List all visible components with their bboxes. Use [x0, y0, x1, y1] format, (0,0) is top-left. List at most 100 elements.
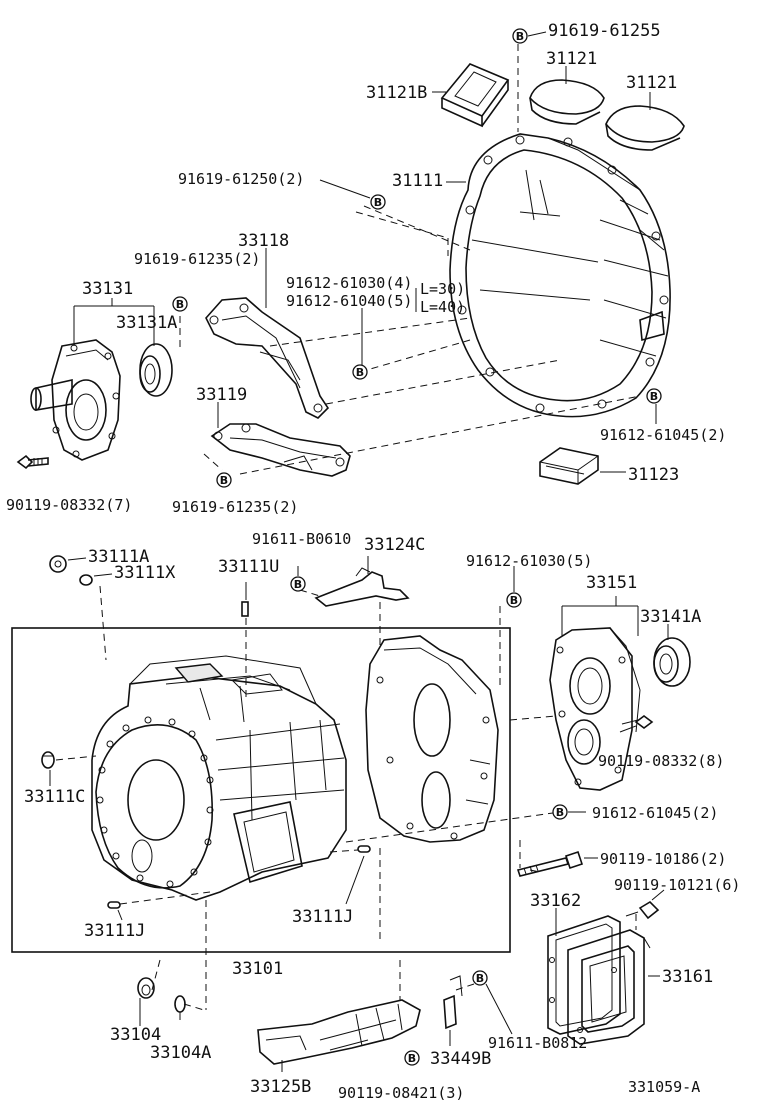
svg-text:B: B [516, 30, 524, 43]
label-90119-10121: 90119-10121(6) [614, 876, 740, 894]
label-90119-08332-7: 90119-08332(7) [6, 496, 132, 514]
part-33111c-plug [41, 751, 55, 769]
svg-text:B: B [408, 1052, 416, 1065]
part-33111a-nut [49, 555, 67, 573]
svg-text:B: B [374, 196, 382, 209]
marker-b-91612-61030-5: B [506, 592, 522, 608]
part-bolt-90119-08332-7 [16, 454, 49, 470]
assembly-33101-frame [11, 627, 511, 953]
label-33131a: 33131A [116, 313, 177, 333]
label-33119: 33119 [196, 385, 247, 405]
marker-b-91612-61045-top: B [646, 388, 662, 404]
part-bolt-90119-10121 [625, 900, 660, 920]
svg-text:B: B [556, 806, 564, 819]
label-33111j-right: 33111J [292, 907, 353, 927]
label-91612-61030-4: 91612-61030(4) [286, 274, 412, 292]
label-33162: 33162 [530, 891, 581, 911]
label-33104a: 33104A [150, 1043, 211, 1063]
part-33111x-washer [79, 574, 93, 586]
svg-text:B: B [176, 298, 184, 311]
part-33151-extension-housing [549, 627, 641, 791]
part-33111j-pin-right [357, 845, 371, 853]
part-bolt-90119-10186 [516, 850, 584, 877]
part-33111j-pin-left [107, 901, 121, 909]
top-guide-lines [179, 44, 641, 475]
label-91612-61045-bot: 91612-61045(2) [592, 804, 718, 822]
label-33124c: 33124C [364, 535, 425, 555]
label-90119-08421: 90119-08421(3) [338, 1084, 464, 1102]
bottom-labels: 33111A 33111X 33111U 91611-B0610 33124C … [24, 530, 740, 1102]
label-l40: L=40) [420, 298, 465, 316]
part-33111u-pin [241, 601, 249, 617]
part-bolt-90119-08332-8 [619, 715, 654, 733]
marker-b-91619-61250: B [370, 194, 386, 210]
top-bolt-markers: B B B B B B [172, 28, 662, 488]
part-31111-bell-housing [449, 133, 671, 418]
label-33118: 33118 [238, 231, 289, 251]
label-91612-61030-5: 91612-61030(5) [466, 552, 592, 570]
label-91612-61040-5: 91612-61040(5) [286, 292, 412, 310]
label-33101: 33101 [232, 959, 283, 979]
label-33111j-left: 33111J [84, 921, 145, 941]
marker-b-90119-08421: B [404, 1050, 420, 1066]
part-33104-plug [137, 977, 155, 999]
svg-text:B: B [650, 390, 658, 403]
part-33161-cover [567, 929, 651, 1045]
label-91612-61045-top: 91612-61045(2) [600, 426, 726, 444]
marker-b-91611-b0610: B [290, 576, 306, 592]
bottom-bolt-markers: B B B B B [290, 576, 568, 1066]
label-91611-b0812: 91611-B0812 [488, 1034, 587, 1052]
label-33111c: 33111C [24, 787, 85, 807]
label-90119-10186: 90119-10186(2) [600, 850, 726, 868]
svg-text:B: B [220, 474, 228, 487]
part-31121-pad-1 [529, 79, 605, 125]
label-l30: L=30) [420, 280, 465, 298]
part-33119-bracket [210, 423, 351, 477]
svg-text:B: B [356, 366, 364, 379]
label-91619-61235-top: 91619-61235(2) [134, 250, 260, 268]
label-91619-61250: 91619-61250(2) [178, 170, 304, 188]
label-90119-08332-8: 90119-08332(8) [598, 752, 724, 770]
svg-text:B: B [476, 972, 484, 985]
marker-b-91612-61030-4: B [352, 364, 368, 380]
label-31121-a: 31121 [546, 49, 597, 69]
label-91619-61255: 91619-61255 [548, 21, 661, 41]
label-91611-b0610: 91611-B0610 [252, 530, 351, 548]
label-31123: 31123 [628, 465, 679, 485]
marker-b-91619-61255: B [512, 28, 528, 44]
label-33161: 33161 [662, 967, 713, 987]
label-31121b: 31121B [366, 83, 427, 103]
label-33151: 33151 [586, 573, 637, 593]
part-33162-gasket [547, 915, 621, 1035]
label-91619-61235-bot: 91619-61235(2) [172, 498, 298, 516]
part-33104a-gasket [174, 995, 186, 1013]
marker-b-91611-b0812: B [472, 970, 488, 986]
label-33131: 33131 [82, 279, 133, 299]
part-31121-pad-2 [605, 105, 685, 151]
part-33118-bracket [205, 297, 330, 419]
label-33125b: 33125B [250, 1077, 311, 1097]
label-diagram-code: 331059-A [628, 1078, 700, 1096]
label-31111: 31111 [392, 171, 443, 191]
label-33111a: 33111A [88, 547, 149, 567]
part-33101-case-rear [365, 635, 499, 843]
part-33141a-oil-seal [653, 637, 691, 687]
part-33449b-pipe [443, 975, 463, 1030]
marker-b-91619-61235-top: B [172, 296, 188, 312]
label-31121-b: 31121 [626, 73, 677, 93]
top-labels: 91619-61255 31121 31121 31121B 31111 916… [6, 21, 726, 516]
label-33111u: 33111U [218, 557, 279, 577]
part-31123-pad [539, 447, 599, 485]
part-33131-retainer [30, 339, 121, 461]
label-33141a: 33141A [640, 607, 701, 627]
top-leader-lines [73, 31, 657, 473]
label-33111x: 33111X [114, 563, 176, 583]
part-33101-case-front [91, 655, 347, 901]
part-33131a-oil-seal [139, 343, 173, 397]
label-33449b: 33449B [430, 1049, 491, 1069]
label-33104: 33104 [110, 1025, 161, 1045]
marker-b-91612-61045-bot: B [552, 804, 568, 820]
bottom-guide-lines [151, 589, 637, 1011]
